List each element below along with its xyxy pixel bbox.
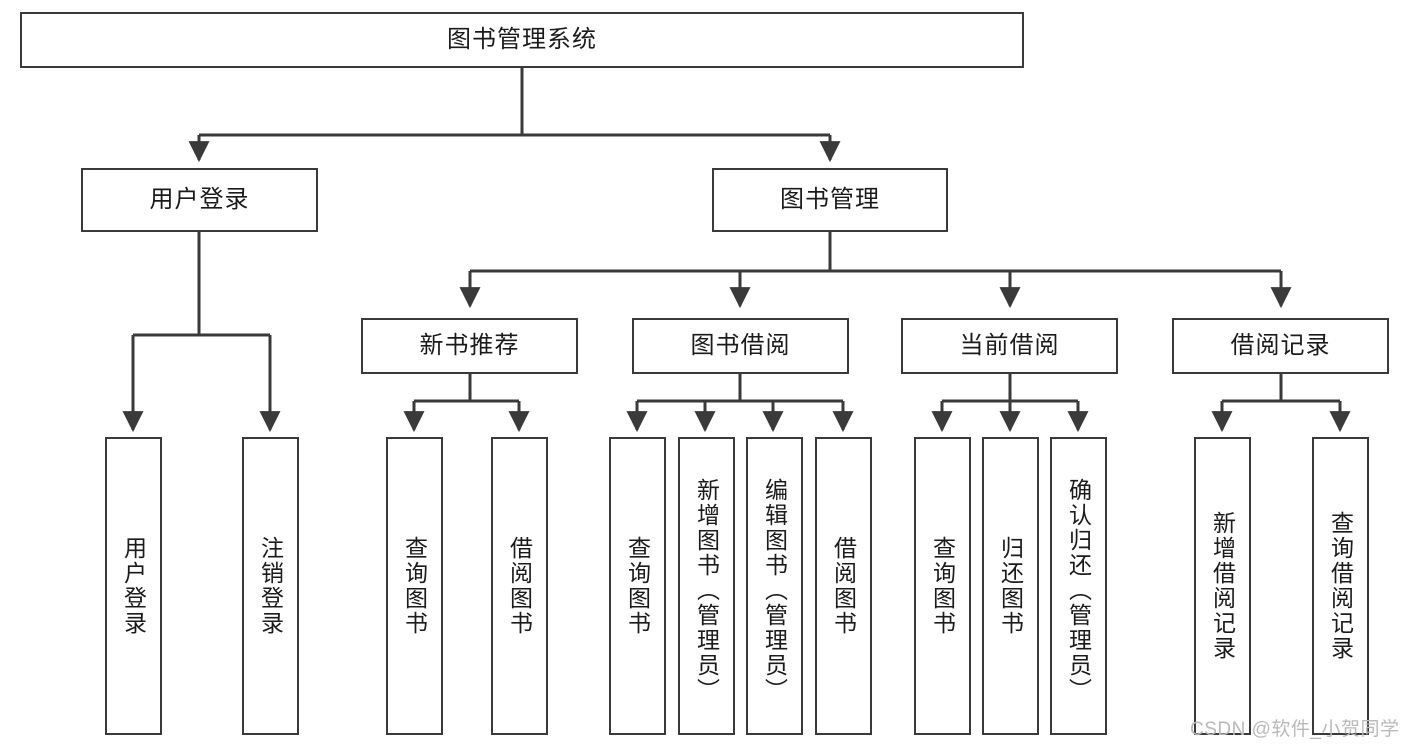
node-label: 查询图书 <box>929 536 956 636</box>
node-book-borrow[interactable]: 图书借阅 <box>632 318 849 374</box>
node-label: 归还图书 <box>997 536 1024 636</box>
csdn-watermark: CSDN @软件_小贺同学 <box>1190 719 1400 740</box>
node-label: 新书推荐 <box>419 331 520 359</box>
leaf-user-login[interactable]: 用户登录 <box>105 437 162 735</box>
node-label: 查询图书 <box>624 536 651 636</box>
leaf-borrow-add-book[interactable]: 新增图书（管理员） <box>678 437 735 735</box>
node-label: 用户登录 <box>120 536 147 636</box>
node-label: 查询借阅记录 <box>1327 511 1354 661</box>
leaf-new-book-borrow[interactable]: 借阅图书 <box>491 437 548 735</box>
node-label: 编辑图书（管理员） <box>761 477 788 703</box>
leaf-current-query-book[interactable]: 查询图书 <box>914 437 971 735</box>
node-label: 图书借阅 <box>690 331 791 359</box>
leaf-borrow-borrow-book[interactable]: 借阅图书 <box>815 437 872 735</box>
node-label: 图书管理系统 <box>447 25 597 53</box>
node-current-borrow[interactable]: 当前借阅 <box>901 318 1118 374</box>
leaf-user-logout[interactable]: 注销登录 <box>242 437 299 735</box>
leaf-new-book-query[interactable]: 查询图书 <box>386 437 443 735</box>
node-label: 借阅图书 <box>830 536 857 636</box>
leaf-current-confirm-return[interactable]: 确认归还（管理员） <box>1050 437 1107 735</box>
node-label: 借阅记录 <box>1230 331 1331 359</box>
node-label: 确认归还（管理员） <box>1065 477 1092 703</box>
node-borrow-record[interactable]: 借阅记录 <box>1172 318 1389 374</box>
node-label: 借阅图书 <box>506 536 533 636</box>
leaf-borrow-edit-book[interactable]: 编辑图书（管理员） <box>746 437 803 735</box>
node-label: 用户登录 <box>149 185 250 213</box>
node-new-book-recommend[interactable]: 新书推荐 <box>361 318 578 374</box>
leaf-current-return-book[interactable]: 归还图书 <box>982 437 1039 735</box>
leaf-record-add[interactable]: 新增借阅记录 <box>1194 437 1251 735</box>
leaf-borrow-query-book[interactable]: 查询图书 <box>609 437 666 735</box>
node-label: 新增图书（管理员） <box>693 477 720 703</box>
node-label: 新增借阅记录 <box>1209 511 1236 661</box>
leaf-record-query[interactable]: 查询借阅记录 <box>1312 437 1369 735</box>
node-book-management[interactable]: 图书管理 <box>712 168 948 232</box>
node-label: 注销登录 <box>257 536 284 636</box>
node-label: 图书管理 <box>780 185 880 213</box>
node-label: 查询图书 <box>401 536 428 636</box>
node-label: 当前借阅 <box>959 331 1060 359</box>
node-user-login[interactable]: 用户登录 <box>81 168 318 232</box>
node-root-system[interactable]: 图书管理系统 <box>20 12 1024 68</box>
